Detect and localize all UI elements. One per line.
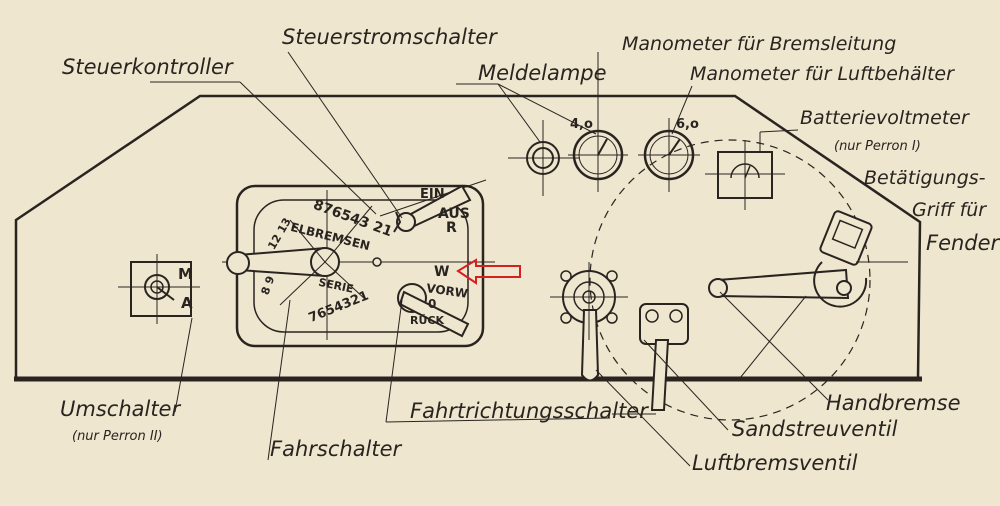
label-betaetigung-2: Griff für bbox=[912, 199, 987, 221]
label-umschalter-note: (nur Perron II) bbox=[72, 429, 163, 444]
battery-voltmeter bbox=[705, 140, 785, 210]
mark-vorw: VORW bbox=[425, 281, 468, 301]
mark-0: 0 bbox=[428, 297, 436, 311]
scale-serie: SERIE bbox=[317, 276, 354, 296]
mark-r: R bbox=[446, 220, 457, 236]
handbrake-crank bbox=[708, 210, 873, 308]
reverser-switch: M A bbox=[118, 254, 200, 324]
label-steuerstromschalter: Steuerstromschalter bbox=[282, 25, 498, 49]
control-current-switch: EIN AUS R bbox=[379, 179, 487, 236]
handbrake-sweep-circle bbox=[589, 139, 871, 421]
mark-rueck: RÜCK bbox=[410, 313, 444, 327]
scale-left-numbers: 12 13 bbox=[265, 216, 293, 252]
air-tank-gauge: 6,o bbox=[638, 117, 700, 192]
panel-outline bbox=[14, 94, 922, 382]
label-sandstreuventil: Sandstreuventil bbox=[732, 417, 898, 441]
leader-lines bbox=[150, 51, 908, 467]
sand-valve bbox=[639, 303, 689, 411]
mark-ein: EIN bbox=[420, 187, 445, 202]
gauge2-value: 6,o bbox=[676, 117, 699, 132]
label-betaetigung-3: Fender bbox=[926, 231, 1000, 255]
label-handbremse: Handbremse bbox=[826, 391, 961, 415]
scale-left-numbers-2: 8 9 bbox=[259, 274, 278, 296]
gauge1-value: 4,o bbox=[570, 117, 593, 132]
label-betaetigung-1: Betätigungs- bbox=[864, 167, 986, 189]
label-umschalter: Umschalter bbox=[60, 397, 181, 421]
label-meldelampe: Meldelampe bbox=[478, 61, 607, 85]
label-batterie-note: (nur Perron I) bbox=[834, 139, 921, 154]
label-fahrschalter: Fahrschalter bbox=[270, 437, 403, 461]
red-pointer-arrow bbox=[456, 258, 521, 285]
mark-a: A bbox=[181, 294, 193, 312]
mark-aus: AUS bbox=[438, 206, 470, 222]
label-luftbremsventil: Luftbremsventil bbox=[692, 451, 858, 475]
label-steuerkontroller: Steuerkontroller bbox=[62, 55, 234, 79]
indicator-lamp bbox=[508, 120, 580, 196]
label-fahrtrichtung: Fahrtrichtungsschalter bbox=[410, 399, 649, 423]
air-brake-valve bbox=[550, 262, 628, 382]
direction-switch: W VORW 0 RÜCK bbox=[397, 264, 470, 338]
scale-bottom-numbers: 7654321 bbox=[307, 288, 371, 326]
label-manometer-brems: Manometer für Bremsleitung bbox=[622, 33, 896, 55]
mark-w: W bbox=[434, 264, 449, 280]
label-manometer-luft: Manometer für Luftbehälter bbox=[690, 63, 955, 85]
mark-m: M bbox=[178, 265, 193, 283]
label-batterie: Batterievoltmeter bbox=[800, 107, 970, 129]
